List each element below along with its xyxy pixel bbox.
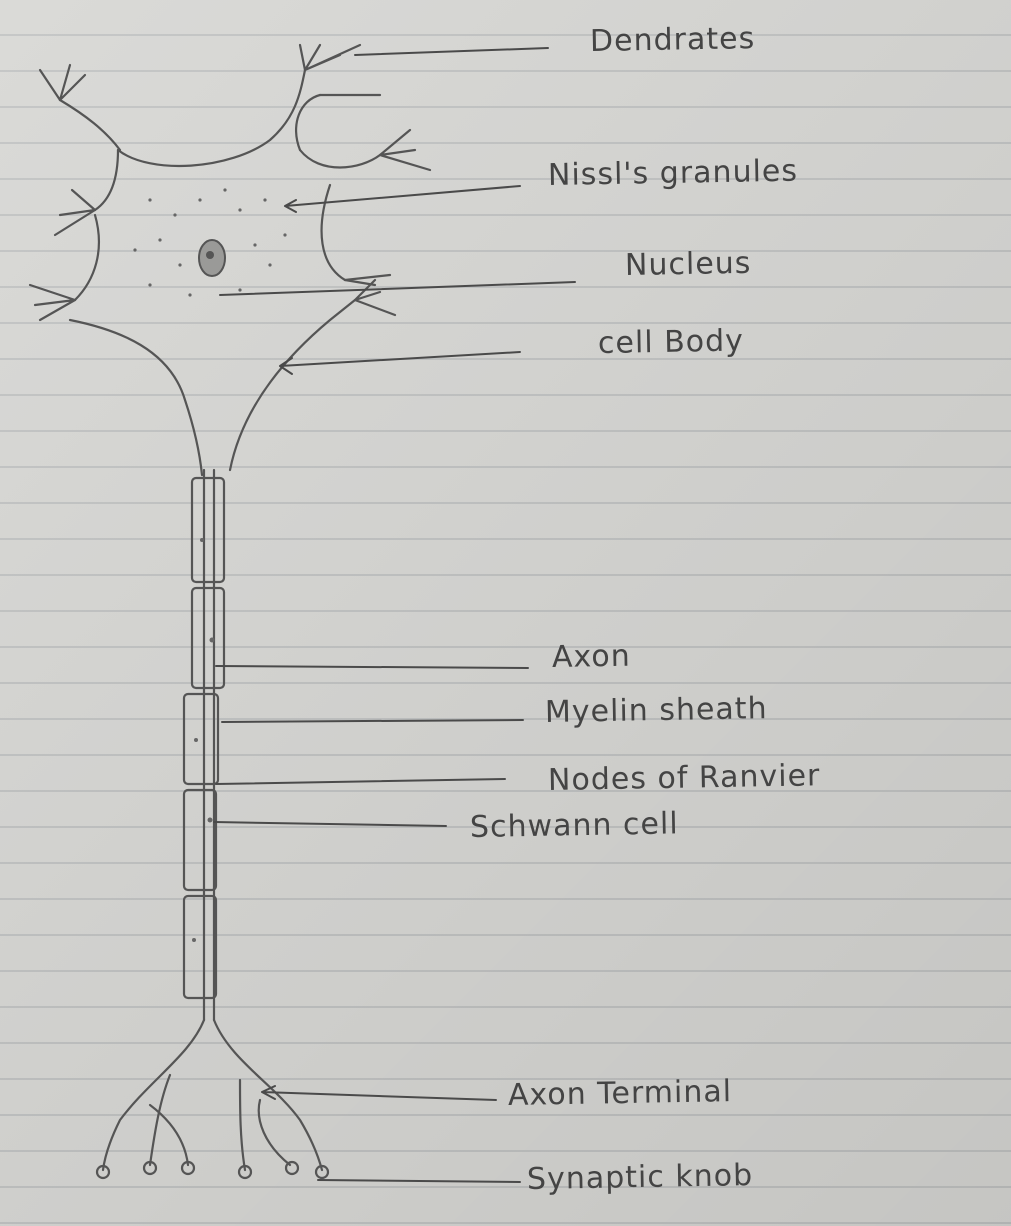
leader-synaptic-knob bbox=[318, 1180, 520, 1182]
leader-dendrites bbox=[355, 48, 548, 55]
leader-nissl bbox=[285, 186, 520, 212]
label-axon-terminal: Axon Terminal bbox=[508, 1074, 733, 1113]
cell-body-outline bbox=[30, 45, 430, 475]
leader-axon-terminal bbox=[262, 1086, 496, 1100]
leader-myelin bbox=[222, 720, 523, 722]
leader-nucleus bbox=[220, 282, 575, 295]
label-myelin-sheath: Myelin sheath bbox=[545, 691, 768, 730]
leader-schwann bbox=[214, 822, 446, 826]
axon bbox=[204, 470, 214, 1020]
label-schwann-cell: Schwann cell bbox=[470, 806, 679, 845]
label-axon: Axon bbox=[552, 639, 631, 675]
label-dendrites: Dendrates bbox=[590, 21, 756, 59]
label-nodes-of-ranvier: Nodes of Ranvier bbox=[548, 758, 821, 798]
nucleus bbox=[199, 240, 225, 276]
label-cell-body: cell Body bbox=[598, 323, 744, 361]
label-nissl-granules: Nissl's granules bbox=[548, 154, 799, 193]
axon-terminal bbox=[103, 1020, 322, 1170]
synaptic-knobs bbox=[97, 1162, 328, 1178]
leader-nodes bbox=[216, 779, 505, 784]
label-synaptic-knob: Synaptic knob bbox=[527, 1158, 754, 1197]
leader-cell-body bbox=[280, 352, 520, 374]
leader-axon bbox=[216, 666, 528, 668]
leader-lines bbox=[214, 48, 575, 1182]
label-nucleus: Nucleus bbox=[625, 246, 752, 283]
